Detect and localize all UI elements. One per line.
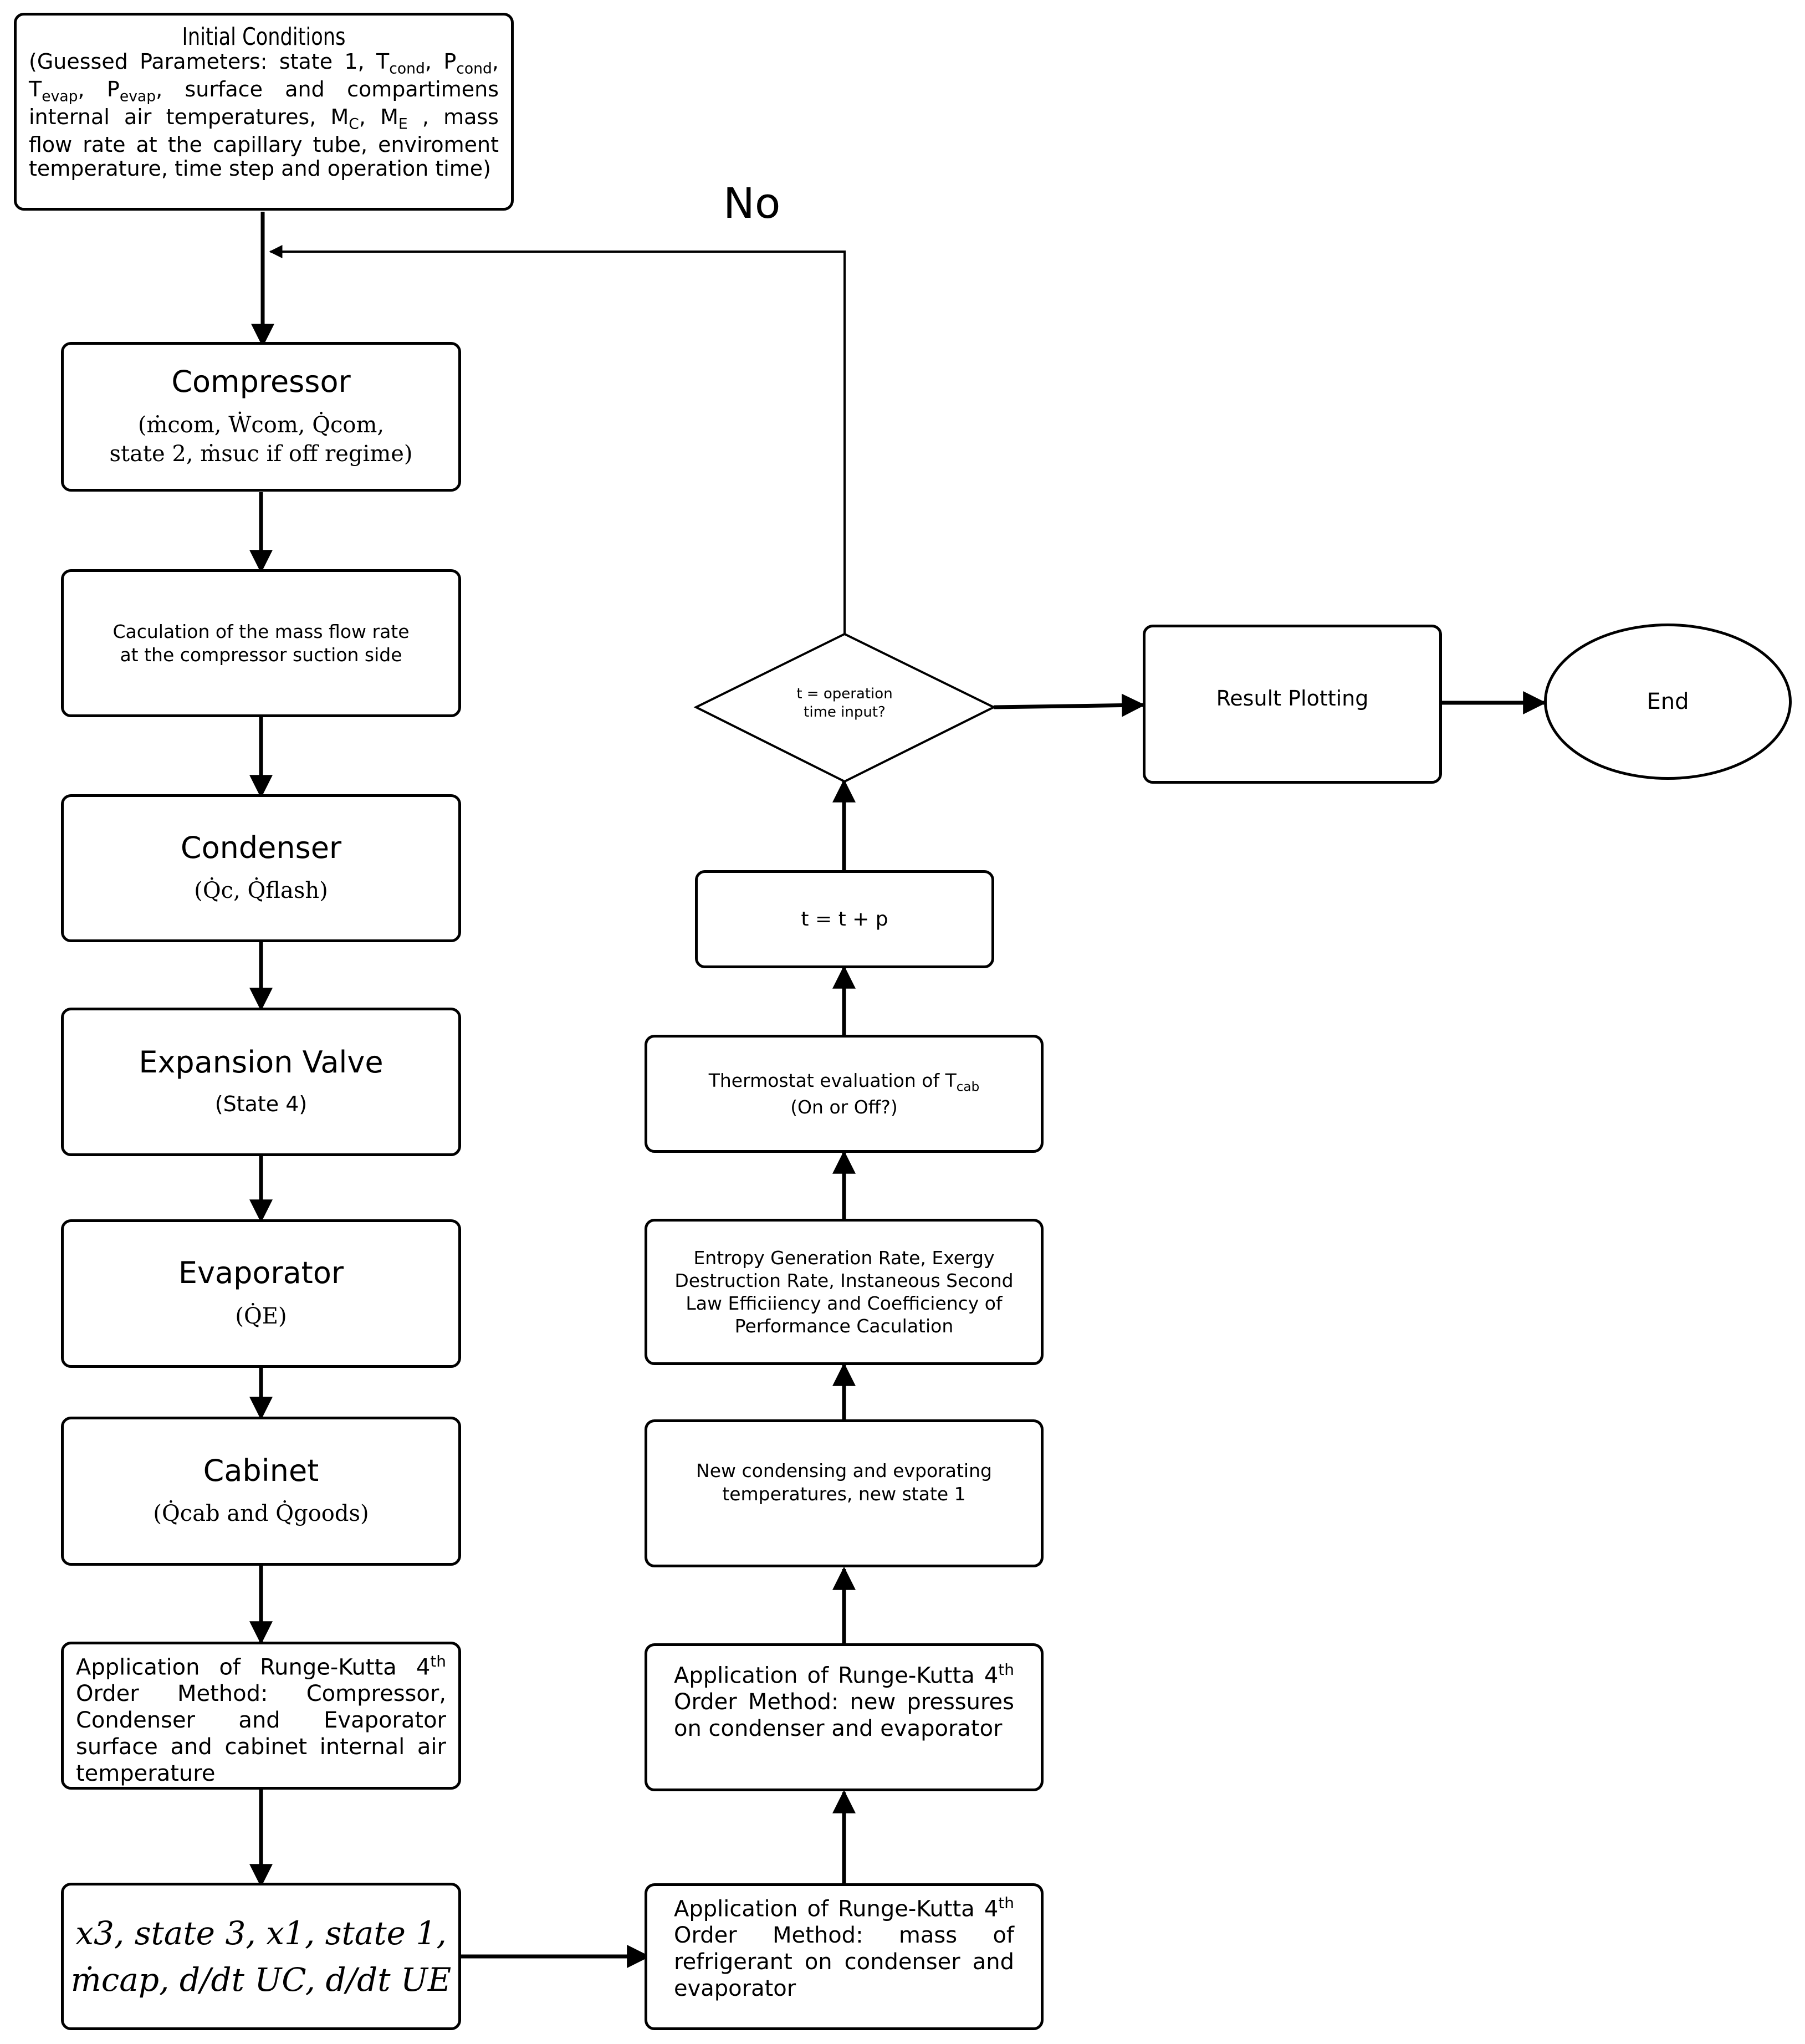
result-plotting-box: Result Plotting	[1143, 625, 1442, 784]
condenser-box: Condenser (Q̇c, Q̇flash)	[61, 794, 461, 942]
initial-conditions-box: Initial Conditions (Guessed Parameters: …	[14, 13, 514, 211]
decision-diamond	[693, 632, 996, 783]
arrow-no-loop	[269, 245, 846, 634]
no-branch-label: No	[723, 178, 781, 228]
state-variables-box: x3, state 3, x1, state 1, ṁcap, d/dt UC,…	[61, 1883, 461, 2030]
condenser-outputs: (Q̇c, Q̇flash)	[194, 878, 328, 904]
time-step-box: t = t + p	[695, 870, 994, 968]
rk-mass-box: Application of Runge-Kutta 4th Order Met…	[645, 1883, 1044, 2030]
rk-mass-text: Application of Runge-Kutta 4th Order Met…	[674, 1894, 1014, 2002]
entropy-exergy-box: Entropy Generation Rate, Exergy Destruct…	[645, 1219, 1044, 1365]
new-temperatures-box: New condensing and evporating temperatur…	[645, 1419, 1044, 1567]
evaporator-title: Evaporator	[178, 1255, 344, 1291]
end-terminal: End	[1544, 624, 1792, 780]
compressor-box: Compressor (ṁcom, Ẇcom, Q̇com, state 2, …	[61, 342, 461, 492]
cabinet-title: Cabinet	[203, 1453, 319, 1488]
suction-mass-flow-box: Caculation of the mass flow rate at the …	[61, 569, 461, 717]
evaporator-box: Evaporator (Q̇E)	[61, 1219, 461, 1368]
end-text: End	[1647, 689, 1689, 714]
time-step-text: t = t + p	[801, 908, 888, 931]
expansion-valve-title: Expansion Valve	[139, 1044, 384, 1080]
expansion-valve-box: Expansion Valve (State 4)	[61, 1008, 461, 1156]
thermostat-box: Thermostat evaluation of Tcab (On or Off…	[645, 1035, 1044, 1153]
new-temperatures-text: New condensing and evporating temperatur…	[696, 1460, 992, 1505]
rk-temperatures-box: Application of Runge-Kutta 4th Order Met…	[61, 1642, 461, 1790]
suction-mass-flow-text: Caculation of the mass flow rate at the …	[113, 621, 410, 666]
state-variables-text: x3, state 3, x1, state 1, ṁcap, d/dt UC,…	[70, 1914, 452, 1999]
cabinet-box: Cabinet (Q̇cab and Q̇goods)	[61, 1417, 461, 1566]
initial-conditions-text: (Guessed Parameters: state 1, Tcond, Pco…	[29, 49, 499, 181]
evaporator-outputs: (Q̇E)	[235, 1303, 287, 1329]
rk-pressures-box: Application of Runge-Kutta 4th Order Met…	[645, 1643, 1044, 1791]
decision-text: t = operation time input?	[796, 686, 893, 720]
expansion-valve-outputs: (State 4)	[214, 1092, 308, 1116]
result-plotting-text: Result Plotting	[1216, 686, 1369, 711]
rk-pressures-text: Application of Runge-Kutta 4th Order Met…	[674, 1660, 1014, 1742]
entropy-exergy-text: Entropy Generation Rate, Exergy Destruct…	[674, 1246, 1014, 1337]
thermostat-text: Thermostat evaluation of Tcab (On or Off…	[708, 1070, 980, 1118]
condenser-title: Condenser	[180, 830, 342, 865]
cabinet-outputs: (Q̇cab and Q̇goods)	[153, 1501, 369, 1527]
rk-temperatures-text: Application of Runge-Kutta 4th Order Met…	[76, 1652, 446, 1787]
initial-conditions-title: Initial Conditions	[182, 23, 346, 51]
arrow-decision-to-result	[993, 693, 1146, 717]
compressor-title: Compressor	[171, 364, 351, 400]
compressor-outputs: (ṁcom, Ẇcom, Q̇com, state 2, ṁsuc if off…	[109, 412, 413, 467]
